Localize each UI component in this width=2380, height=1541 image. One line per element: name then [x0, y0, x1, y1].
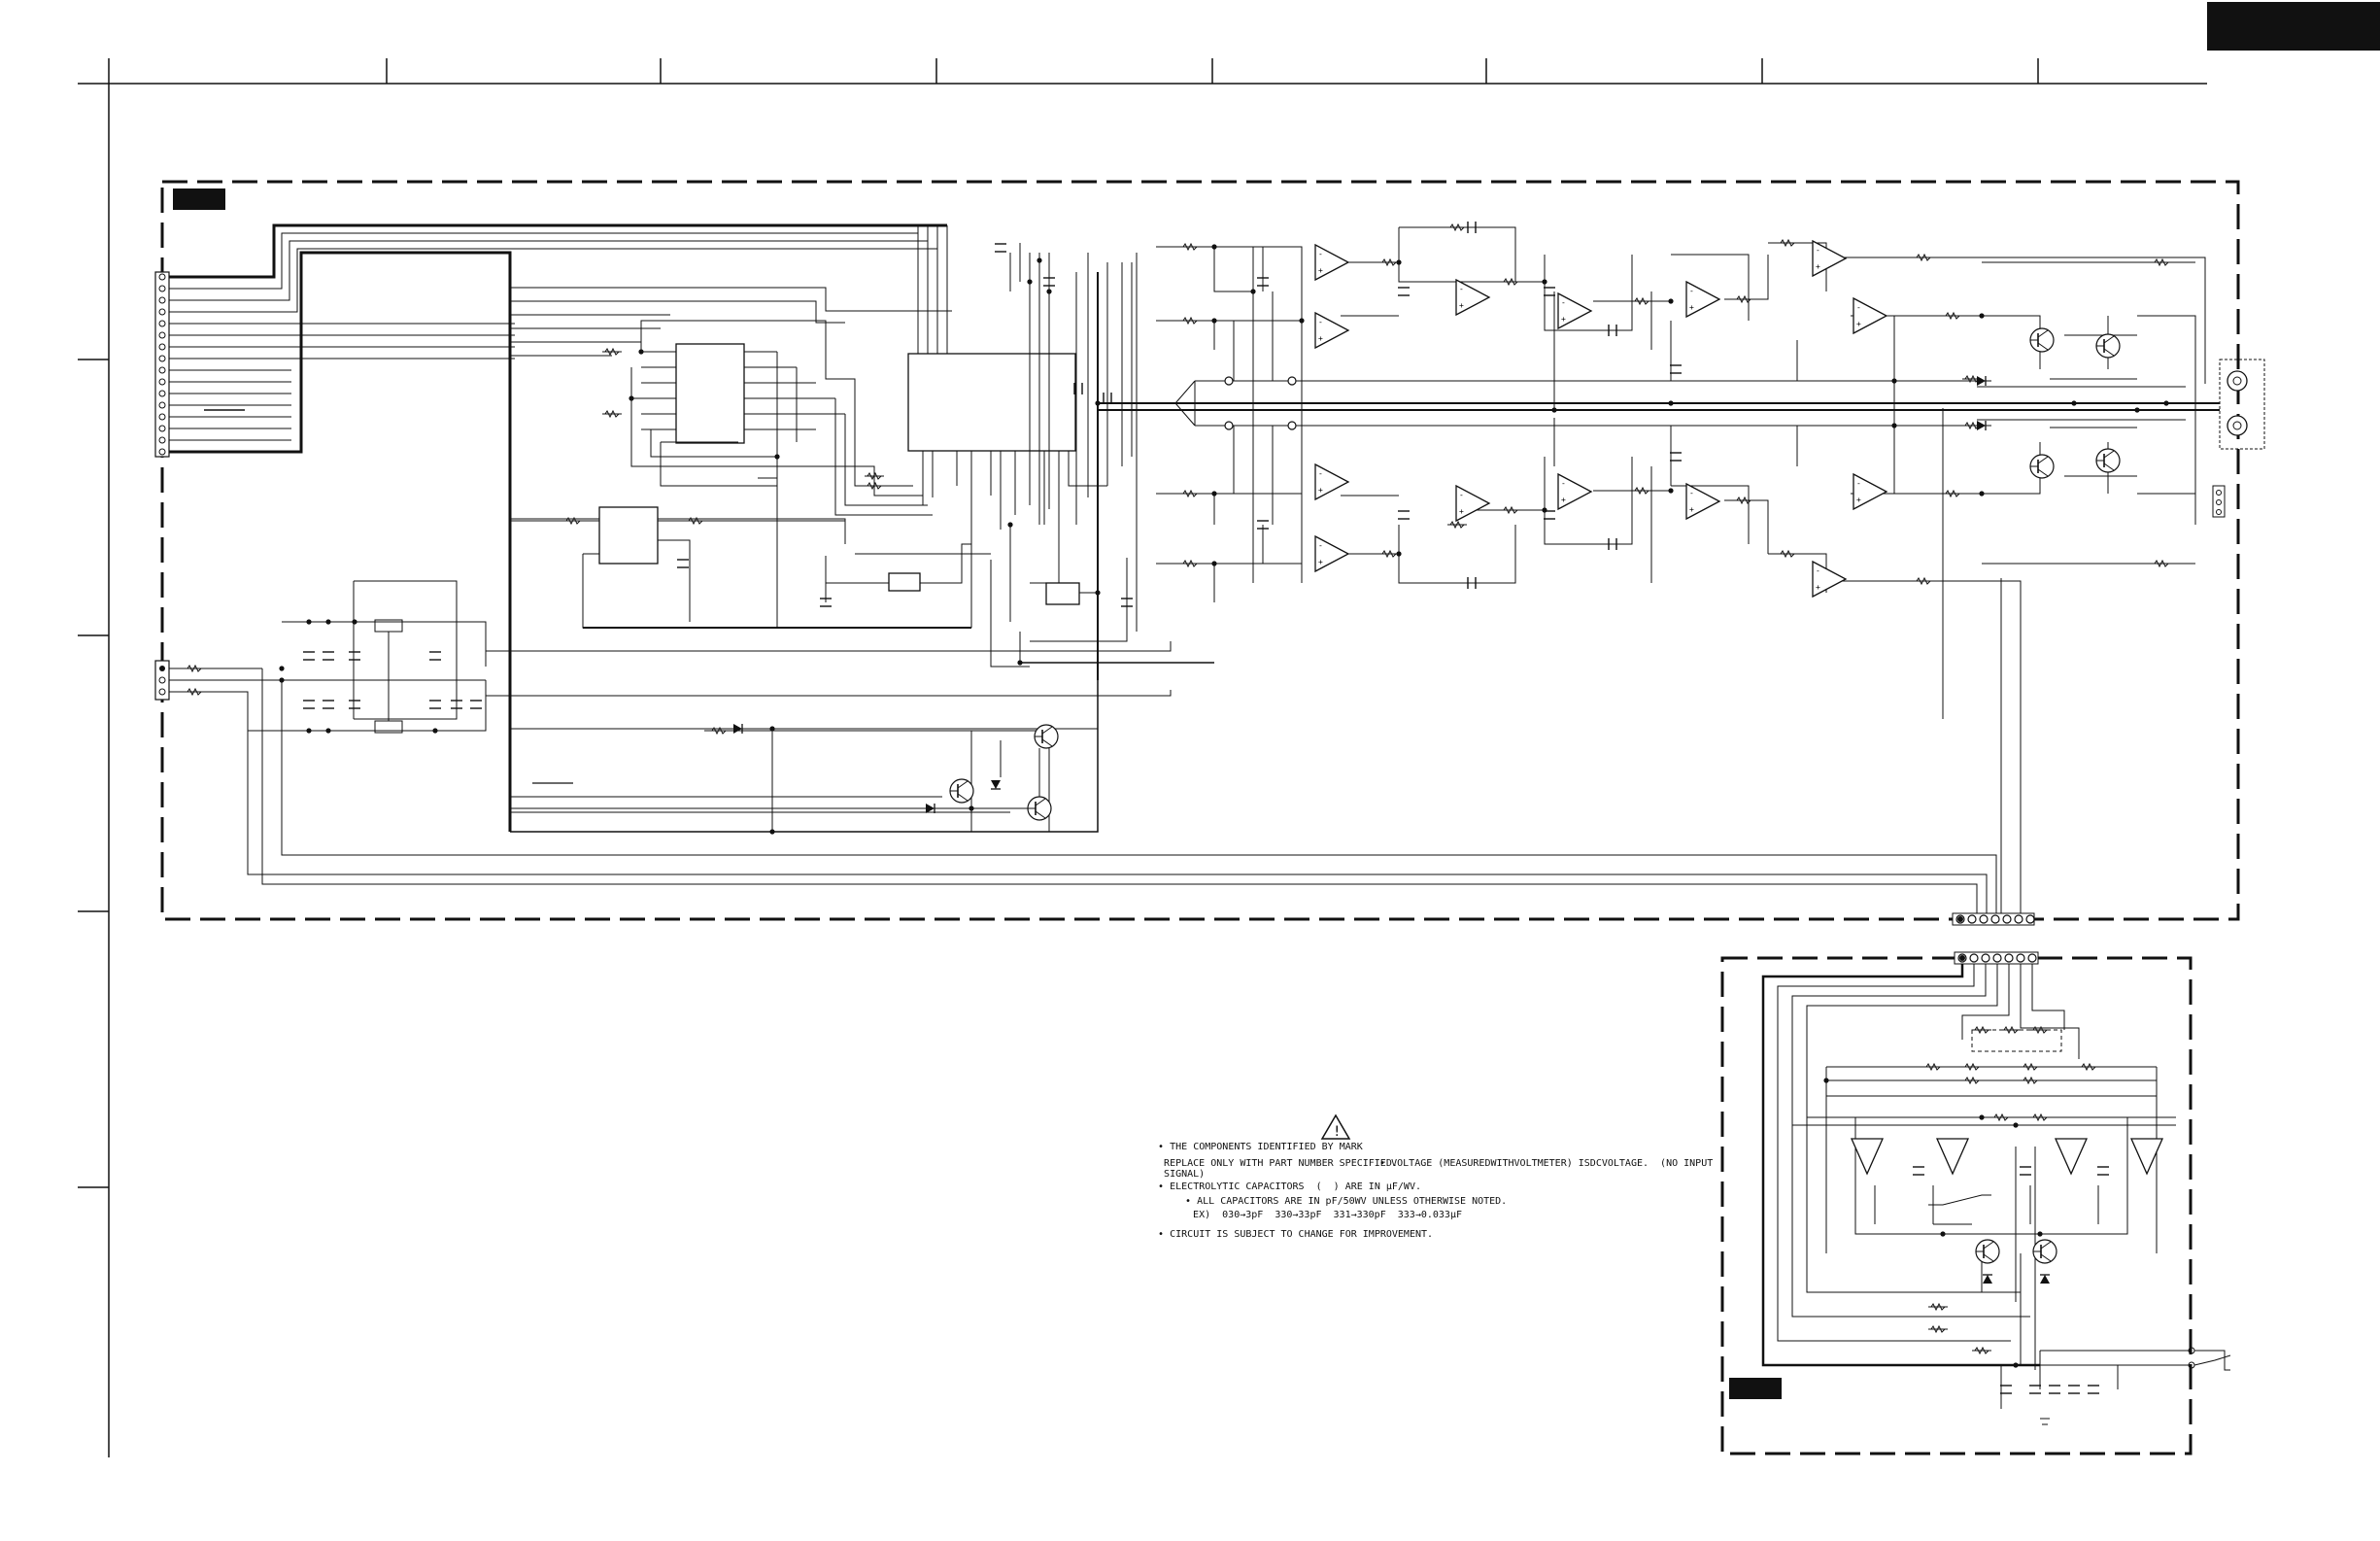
note-subject-to-change: • CIRCUIT IS SUBJECT TO CHANGE FOR IMPRO…: [1146, 1215, 1433, 1242]
note-line2b: SIGNAL): [1164, 1169, 1206, 1180]
power-supply-section: [169, 580, 1997, 921]
svg-text:!: !: [1333, 1124, 1341, 1140]
note-signal: SIGNAL): [1152, 1154, 1205, 1181]
note-line4: ELECTROLYTIC CAPACITORS ( ) ARE IN μF/WV…: [1170, 1181, 1421, 1192]
analog-opamps: [1314, 240, 1887, 598]
sub-board-connector: [1954, 951, 2039, 965]
warning-triangle-icon: !: [1320, 1113, 1351, 1140]
page-tag: [2207, 2, 2380, 51]
analog-filter-wiring: [1098, 226, 2220, 921]
note-line6: EX) 030→3pF 330→33pF 331→330pF 333→0.033…: [1193, 1210, 1462, 1220]
ic-chip-center: [907, 225, 1076, 532]
note-capacitors: • ALL CAPACITORS ARE IN pF/50WV UNLESS O…: [1173, 1181, 1507, 1209]
note-line5: ALL CAPACITORS ARE IN pF/50WV UNLESS OTH…: [1197, 1196, 1508, 1207]
note-line2: REPLACE ONLY WITH PART NUMBER SPECIFIED.: [1164, 1158, 1398, 1169]
left-connector-top: [154, 271, 170, 458]
sub-board-opamps: [1851, 1138, 2163, 1284]
note-components-warning: • THE COMPONENTS IDENTIFIED BY MARK: [1146, 1127, 1363, 1154]
junctions-main: [629, 244, 2169, 666]
regulator-block: [510, 466, 972, 629]
center-power-section: [825, 243, 1214, 680]
page-frame: [78, 58, 2207, 1457]
note-bullet: •: [1379, 1158, 1386, 1169]
note-line1: THE COMPONENTS IDENTIFIED BY MARK: [1170, 1142, 1363, 1152]
resistors-main: [184, 223, 2172, 735]
left-connector-power: [154, 660, 170, 701]
sub-board-wiring: [1761, 964, 2191, 1409]
power-filter-caps: [279, 619, 483, 734]
note-part-number: REPLACE ONLY WITH PART NUMBER SPECIFIED.: [1152, 1144, 1398, 1171]
ic-chip-left: [630, 320, 933, 628]
main-bottom-connector: [1952, 912, 2035, 926]
note-electrolytic: • ELECTROLYTIC CAPACITORS ( ) ARE IN μF/…: [1146, 1167, 1421, 1194]
note-example: EX) 030→3pF 330→33pF 331→330pF 333→0.033…: [1181, 1195, 1462, 1222]
main-board-tag: [173, 188, 225, 210]
mute-transistors: [732, 723, 1059, 835]
sub-board-output-jack: [2040, 1347, 2231, 1425]
sub-board-tag: [1729, 1378, 1782, 1399]
note-line3: VOLTAGE (MEASUREDWITHVOLTMETER) ISDCVOLT…: [1391, 1158, 1714, 1169]
note-bullet: •: [1158, 1229, 1165, 1240]
note-voltage: • VOLTAGE (MEASUREDWITHVOLTMETER) ISDCVO…: [1368, 1144, 1713, 1171]
note-bullet: •: [1158, 1181, 1165, 1192]
note-line7: CIRCUIT IS SUBJECT TO CHANGE FOR IMPROVE…: [1170, 1229, 1434, 1240]
rca-output-jack: [2212, 359, 2265, 518]
mute-circuit: [510, 728, 1098, 833]
note-bullet: •: [1158, 1142, 1165, 1152]
note-bullet: •: [1185, 1196, 1192, 1207]
main-board-outline: [160, 180, 2240, 921]
sub-board-passives: [1823, 1026, 2110, 1394]
